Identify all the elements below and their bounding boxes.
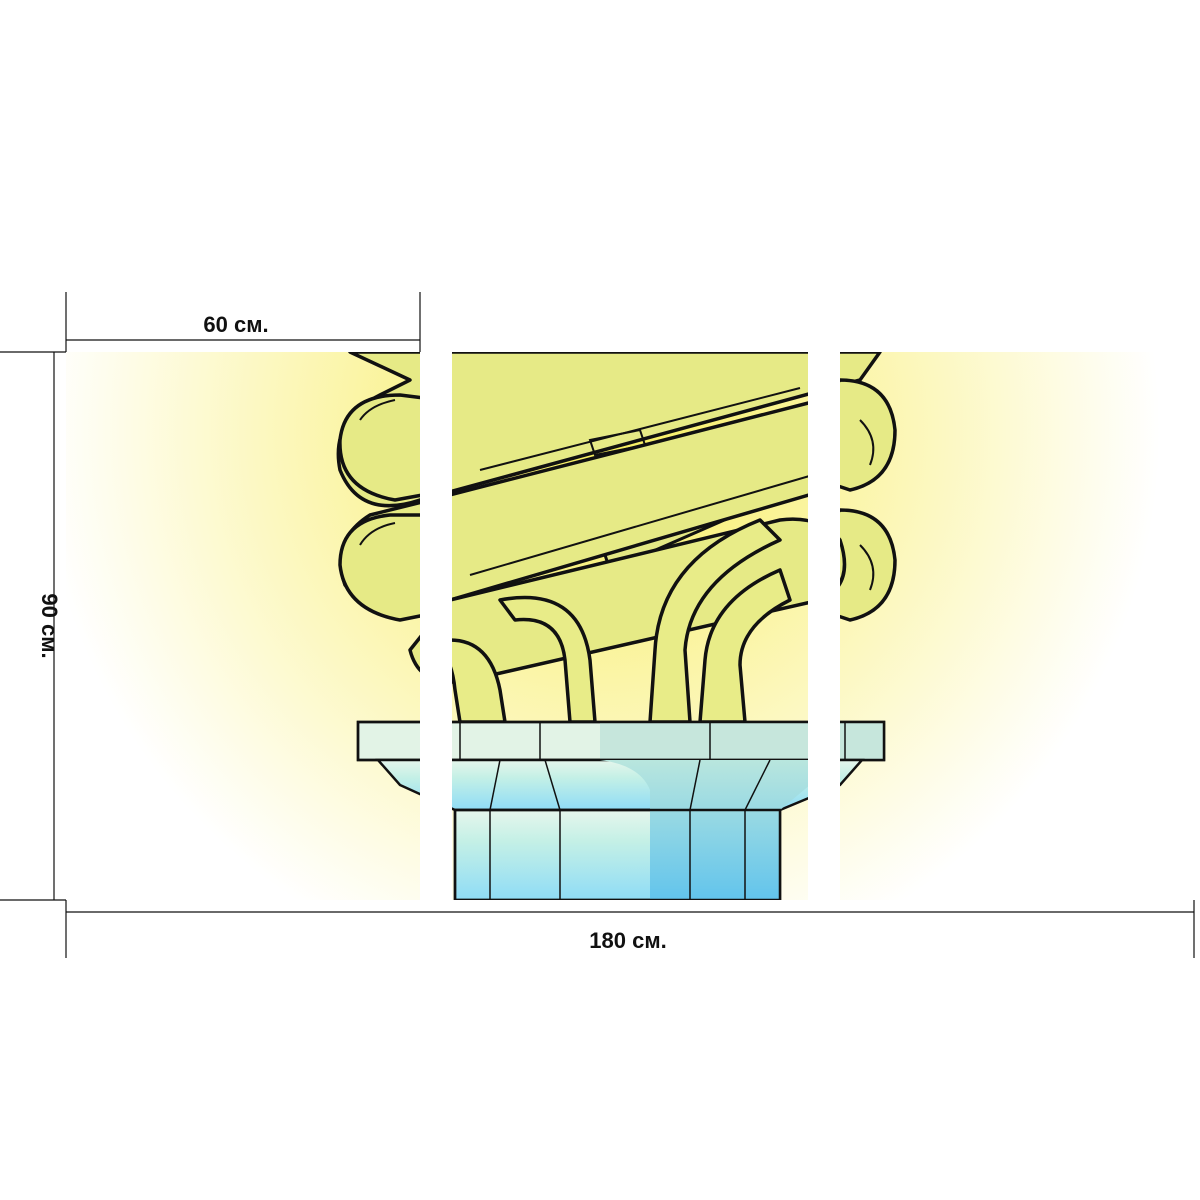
total-width-label: 180 см. (589, 928, 666, 953)
bulb-legs (438, 518, 792, 724)
panel-width-label: 60 см. (203, 312, 268, 337)
panel-gap-left (420, 340, 452, 910)
coil-highlights (359, 387, 875, 591)
bulb-artwork (66, 352, 1200, 900)
panel-gaps (420, 340, 840, 910)
bulb-base (356, 720, 886, 900)
height-label: 90 см. (37, 593, 62, 658)
dimension-lines (0, 292, 1195, 958)
panel-gap-right (808, 340, 840, 910)
